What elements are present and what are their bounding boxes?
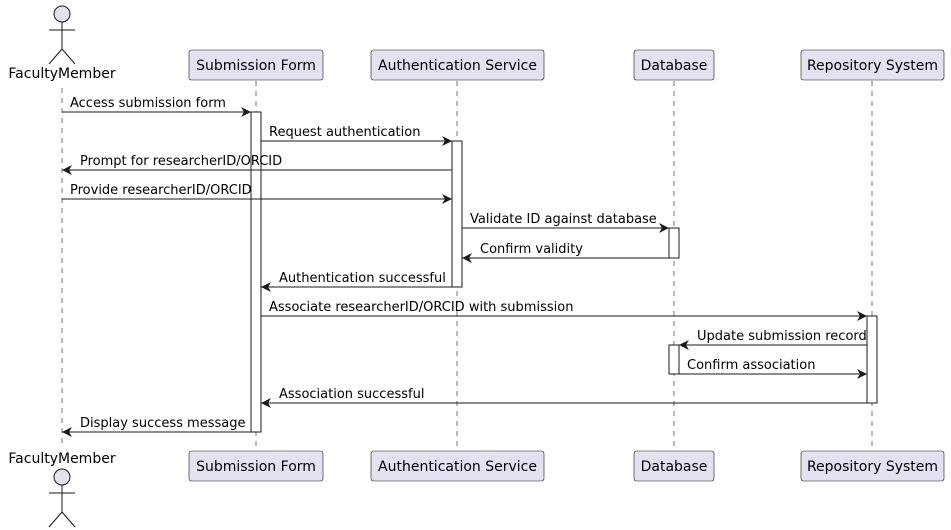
actor-icon bbox=[48, 5, 76, 65]
actor-faculty-member: FacultyMember bbox=[8, 5, 116, 82]
activation-bar-db bbox=[668, 344, 680, 375]
participant-repo: Repository System bbox=[800, 49, 945, 81]
participant-label: Repository System bbox=[807, 459, 938, 475]
participant-form: Submission Form bbox=[188, 450, 324, 482]
actor-icon bbox=[48, 468, 76, 528]
activation-bars bbox=[250, 111, 878, 433]
message-label: Confirm association bbox=[687, 358, 815, 373]
participant-label: Authentication Service bbox=[378, 58, 537, 74]
participant-label: Submission Form bbox=[196, 459, 316, 475]
participant-db: Database bbox=[633, 49, 715, 81]
participants-top: FacultyMember Submission Form Authenticati… bbox=[8, 5, 945, 82]
participant-label: Repository System bbox=[807, 58, 938, 74]
lifelines bbox=[61, 81, 873, 451]
activation-bar-form bbox=[250, 111, 262, 433]
participant-label: Submission Form bbox=[196, 58, 316, 74]
message-label: Provide researcherID/ORCID bbox=[70, 183, 252, 198]
participant-form: Submission Form bbox=[188, 49, 324, 81]
participant-label: Database bbox=[641, 459, 708, 475]
message-label: Associate researcherID/ORCID with submis… bbox=[269, 300, 573, 315]
message-label: Confirm validity bbox=[480, 242, 583, 257]
message-label: Authentication successful bbox=[279, 271, 446, 286]
message-label: Prompt for researcherID/ORCID bbox=[80, 154, 282, 169]
actor-faculty-member: FacultyMember bbox=[8, 451, 116, 528]
participant-label: FacultyMember bbox=[8, 66, 115, 82]
participant-label: FacultyMember bbox=[8, 451, 115, 467]
participant-db: Database bbox=[633, 450, 715, 482]
message-label: Access submission form bbox=[70, 96, 226, 111]
message-label: Association successful bbox=[279, 387, 424, 402]
message-label: Update submission record bbox=[697, 329, 867, 344]
message-label: Request authentication bbox=[269, 125, 420, 140]
activation-bar-db bbox=[668, 227, 680, 259]
participant-auth: Authentication Service bbox=[370, 450, 545, 482]
activation-bar-repo bbox=[866, 315, 878, 404]
participant-label: Authentication Service bbox=[378, 459, 537, 475]
message-label: Display success message bbox=[80, 416, 245, 431]
activation-bar-auth bbox=[451, 140, 463, 288]
participant-label: Database bbox=[641, 58, 708, 74]
message-label: Validate ID against database bbox=[470, 212, 657, 227]
participant-repo: Repository System bbox=[800, 450, 945, 482]
participant-auth: Authentication Service bbox=[370, 49, 545, 81]
